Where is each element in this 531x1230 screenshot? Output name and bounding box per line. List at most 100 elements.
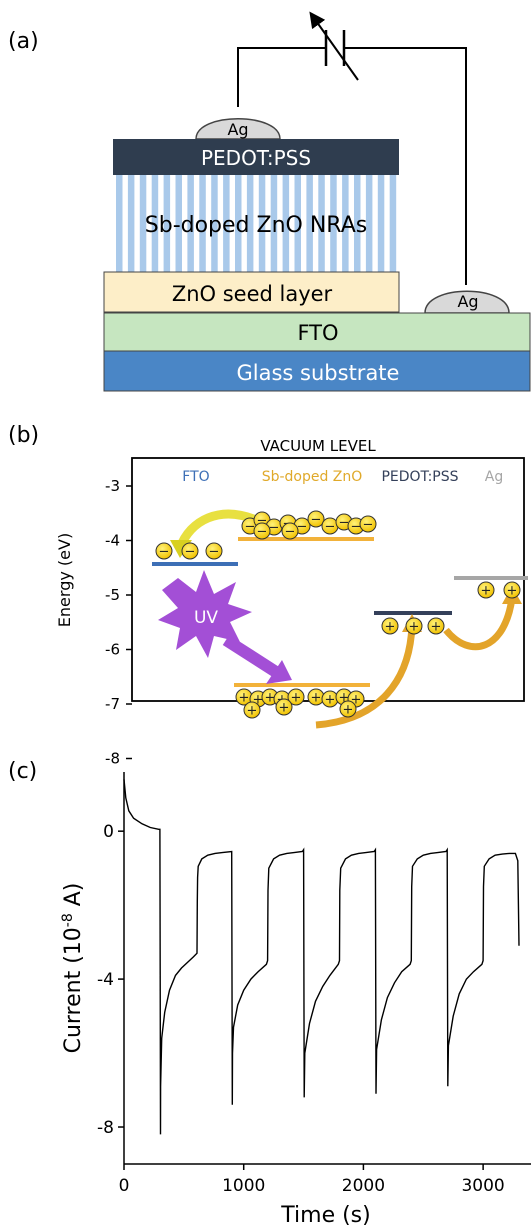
svg-text:−: − bbox=[209, 545, 220, 560]
c-xtick-label: 2000 bbox=[342, 1176, 385, 1196]
nanorod-array bbox=[113, 175, 399, 272]
uv-arrow bbox=[222, 634, 280, 678]
c-ylabel-sup: -8 bbox=[60, 913, 76, 927]
c-ylabel-main: Current (10 bbox=[61, 927, 86, 1053]
nanorod bbox=[211, 175, 218, 272]
nanorod bbox=[139, 175, 147, 272]
svg-text:−: − bbox=[297, 520, 308, 535]
svg-text:+: + bbox=[239, 691, 250, 706]
c-ylabel-end: A) bbox=[61, 883, 86, 914]
ag-top-label: Ag bbox=[227, 120, 248, 139]
band-diagram-ylabel: Energy (eV) bbox=[55, 533, 74, 627]
c-ylabel: Current (10-8 A) bbox=[60, 883, 86, 1054]
nanorod bbox=[258, 175, 266, 272]
hole: + bbox=[275, 698, 293, 716]
c-ytick-label: -8 bbox=[97, 1118, 114, 1138]
seed-label: ZnO seed layer bbox=[172, 282, 333, 306]
svg-text:−: − bbox=[185, 545, 196, 560]
c-xlabel: Time (s) bbox=[280, 1203, 370, 1228]
hole-transfer-arrow-1 bbox=[315, 624, 416, 729]
label-pedot-b: PEDOT:PSS bbox=[381, 469, 458, 485]
nanorod bbox=[235, 175, 242, 272]
svg-text:+: + bbox=[339, 691, 350, 706]
svg-text:+: + bbox=[311, 691, 322, 706]
glass-label: Glass substrate bbox=[237, 361, 400, 385]
b-ytick-label: -5 bbox=[105, 586, 120, 604]
electron: − bbox=[205, 542, 223, 560]
hole: + bbox=[477, 581, 495, 599]
nanorod bbox=[187, 175, 194, 272]
svg-text:+: + bbox=[343, 703, 354, 718]
svg-text:+: + bbox=[253, 693, 264, 708]
nanorod bbox=[294, 175, 301, 272]
hole: + bbox=[503, 581, 521, 599]
label-sb-zno-b: Sb-doped ZnO bbox=[262, 469, 363, 485]
nanorod bbox=[175, 175, 182, 272]
b-ytick-label: -6 bbox=[105, 641, 120, 659]
svg-text:−: − bbox=[245, 520, 256, 535]
nanorod bbox=[270, 175, 278, 272]
hole: + bbox=[287, 688, 305, 706]
nanorod bbox=[223, 175, 230, 272]
nanorod bbox=[127, 175, 135, 272]
nanorod bbox=[116, 175, 123, 272]
svg-text:+: + bbox=[325, 693, 336, 708]
svg-text:−: − bbox=[257, 525, 268, 540]
nanorod bbox=[342, 175, 349, 272]
svg-text:−: − bbox=[159, 545, 170, 560]
svg-text:+: + bbox=[279, 701, 290, 716]
electron: − bbox=[281, 522, 299, 540]
c-ytick-label: -4 bbox=[97, 970, 114, 990]
fto-label: FTO bbox=[297, 321, 338, 345]
c-ytick-label: 0 bbox=[103, 822, 114, 842]
hole: + bbox=[427, 617, 445, 635]
svg-text:+: + bbox=[291, 691, 302, 706]
c-xtick-label: 3000 bbox=[461, 1176, 504, 1196]
nanorod bbox=[318, 175, 325, 272]
nanorod bbox=[354, 175, 361, 272]
electron: − bbox=[321, 517, 339, 535]
seed-layer bbox=[103, 271, 400, 313]
svg-text:−: − bbox=[325, 520, 336, 535]
hole: + bbox=[339, 700, 357, 718]
circuit-wires bbox=[237, 47, 467, 285]
label-fto-b: FTO bbox=[182, 469, 209, 485]
svg-text:−: − bbox=[269, 521, 280, 536]
nanorod bbox=[389, 175, 397, 272]
svg-text:−: − bbox=[339, 516, 350, 531]
nra-label: Sb-doped ZnO NRAs bbox=[145, 213, 367, 238]
electron: − bbox=[181, 542, 199, 560]
svg-text:−: − bbox=[257, 514, 268, 529]
current-series-line bbox=[123, 779, 520, 1135]
svg-text:−: − bbox=[285, 525, 296, 540]
svg-text:−: − bbox=[363, 518, 374, 533]
svg-text:+: + bbox=[385, 620, 396, 635]
b-ytick-label: -8 bbox=[105, 750, 120, 768]
electron-transfer-arrow bbox=[175, 509, 258, 550]
nanorod bbox=[246, 175, 254, 272]
ag-side-label: Ag bbox=[457, 292, 478, 311]
hole: + bbox=[243, 701, 261, 719]
label-ag-b: Ag bbox=[485, 469, 503, 485]
electron: − bbox=[155, 542, 173, 560]
hole: + bbox=[307, 688, 325, 706]
band-diagram-y-axis: -3-4-5-6-7-8 bbox=[105, 477, 132, 768]
variable-voltage-source-icon bbox=[309, 11, 359, 81]
fto-layer bbox=[103, 312, 531, 352]
svg-text:−: − bbox=[311, 513, 322, 528]
uv-burst-icon bbox=[158, 570, 252, 658]
uv-arrow-head bbox=[266, 660, 292, 684]
glass-layer bbox=[103, 350, 531, 392]
svg-text:+: + bbox=[409, 620, 420, 635]
nanorod bbox=[151, 175, 159, 272]
uv-label: UV bbox=[194, 608, 218, 628]
hole-transfer-arrow-2 bbox=[443, 597, 516, 651]
nanorod bbox=[365, 175, 373, 272]
svg-text:+: + bbox=[431, 620, 442, 635]
hole: + bbox=[381, 617, 399, 635]
b-ytick-label: -7 bbox=[105, 695, 120, 713]
charge-carriers: −−−−−−−−−−−−−−−+++++++++++++++++ bbox=[155, 510, 521, 719]
ag-side-contact bbox=[424, 290, 510, 314]
